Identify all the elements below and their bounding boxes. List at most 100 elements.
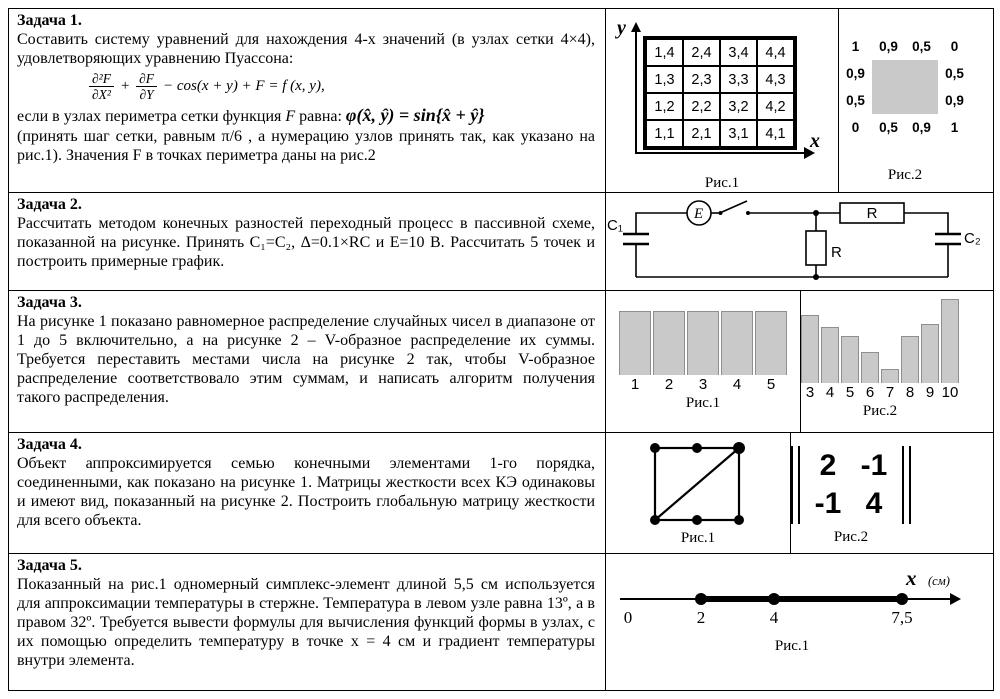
mesh-node — [650, 443, 660, 453]
paragraph2-lead: если в узлах периметра сетки функция — [17, 108, 286, 126]
c2-label: C₂ — [964, 230, 981, 247]
task4-row: Задача 4. Объект аппроксимируется семью … — [9, 433, 993, 554]
matrix-double-bar-left — [791, 446, 800, 524]
boundary-value — [905, 87, 938, 114]
y-axis — [635, 28, 637, 153]
boundary-value: 1 — [851, 39, 860, 54]
figure-caption: Рис.2 — [887, 167, 923, 183]
x-axis — [635, 152, 805, 154]
task5-paragraph1: Показанный на рис.1 одномерный симплекс-… — [17, 576, 595, 670]
grid-node-label: 4,1 — [757, 120, 794, 147]
histogram-x-label: 3 — [805, 384, 815, 401]
task3-paragraph1: На рисунке 1 показано равномерное распре… — [17, 313, 595, 407]
r-vertical-label: R — [831, 244, 842, 261]
histogram-x-label: 7 — [885, 384, 895, 401]
junction-dot — [813, 274, 819, 280]
histogram-x-label: 10 — [941, 384, 959, 401]
figure-caption: Рис.1 — [680, 530, 716, 546]
task5-row: Задача 5. Показанный на рис.1 одномерный… — [9, 554, 993, 690]
mesh-node — [733, 442, 745, 454]
task1-text-cell: Задача 1. Составить систему уравнений дл… — [9, 9, 606, 192]
y-axis-arrow — [631, 22, 641, 32]
matrix-values: 2 -1 -1 4 — [805, 447, 897, 523]
task5-text-cell: Задача 5. Показанный на рис.1 одномерный… — [9, 554, 606, 690]
grid-node-label: 3,2 — [720, 93, 757, 120]
grid-node-label: 3,4 — [720, 39, 757, 66]
node-dot-left — [695, 593, 707, 605]
histogram-bar — [941, 299, 959, 383]
circuit-labels: C₁ E R R C₂ — [607, 205, 981, 261]
paragraph2-mid: равна: — [295, 108, 346, 126]
histogram-bar — [721, 311, 753, 375]
mesh-nodes — [650, 442, 745, 525]
phi-boundary-formula: φ(x̂, ŷ) = sin{x̂ + ŷ} — [345, 105, 485, 126]
histogram-bar — [755, 311, 787, 375]
grid-node-label: 1,1 — [646, 120, 683, 147]
axis-tick-label: 7,5 — [891, 608, 913, 627]
figure-caption: Рис.1 — [685, 395, 721, 411]
plus-operator: + — [119, 77, 131, 94]
grid-node-label: 4,4 — [757, 39, 794, 66]
node-dot-right — [896, 593, 908, 605]
grid-node-label: 4,3 — [757, 66, 794, 93]
junction-dot — [813, 210, 819, 216]
axis-arrow — [950, 593, 961, 605]
matrix-value: -1 — [860, 449, 888, 482]
task5-title: Задача 5. — [17, 557, 82, 574]
fraction-denominator: ∂X² — [92, 87, 111, 103]
axis-tick-label: 0 — [623, 608, 633, 627]
fraction-d2F-dX2: ∂²F ∂X² — [89, 71, 114, 102]
stiffness-matrix-figure: 2 -1 -1 4 — [791, 445, 911, 525]
matrix-double-bar-right — [902, 446, 911, 524]
task1-paragraph3: (принять шаг сетки, равным π/6 , а нумер… — [17, 127, 595, 164]
histogram-x-label: 3 — [698, 376, 708, 393]
tasks-worksheet: Задача 1. Составить систему уравнений дл… — [8, 8, 994, 691]
task4-text-cell: Задача 4. Объект аппроксимируется семью … — [9, 433, 606, 553]
emf-source-circle — [686, 200, 712, 226]
switch-blade — [721, 200, 748, 213]
figure-caption: Рис.1 — [704, 175, 740, 191]
formula-tail: − cos(x + y) + F = f (x, y), — [163, 77, 325, 94]
axis-tick-label: 2 — [696, 608, 706, 627]
boundary-value — [872, 87, 905, 114]
rc-circuit-figure: C₁ E R R C₂ — [607, 200, 981, 280]
x-axis-label: x — [906, 566, 917, 590]
matrix-value: 4 — [865, 487, 883, 520]
diagonal-element — [654, 447, 740, 521]
r-horizontal-label: R — [867, 205, 878, 222]
task2-fig-cell: C₁ E R R C₂ — [606, 193, 982, 290]
histogram-x-label: 9 — [925, 384, 935, 401]
histogram-bar — [861, 352, 879, 383]
histogram-bar — [653, 311, 685, 375]
grid-node-label: 2,3 — [683, 66, 720, 93]
c1-label: C₁ — [607, 217, 623, 234]
figure-caption: Рис.2 — [862, 403, 898, 419]
task3-text-cell: Задача 3. На рисунке 1 показано равномер… — [9, 291, 606, 432]
emf-label: E — [693, 206, 703, 222]
task3-title: Задача 3. — [17, 294, 82, 311]
matrix-value: -1 — [814, 487, 842, 520]
fraction-dF-dY: ∂F ∂Y — [136, 71, 158, 102]
x-axis-unit-label: (см) — [928, 574, 950, 588]
histogram-bar — [881, 369, 899, 383]
histogram-x-label: 6 — [865, 384, 875, 401]
task1-paragraph1: Составить систему уравнений для нахожден… — [17, 31, 595, 68]
histogram-bar — [821, 327, 839, 383]
boundary-value: 0,5 — [846, 93, 865, 108]
histogram-bars — [619, 311, 787, 375]
boundary-value — [872, 60, 905, 87]
task2-title: Задача 2. — [17, 196, 82, 213]
task2-row: Задача 2. Рассчитать методом конечных ра… — [9, 193, 993, 291]
resistor-horizontal — [839, 202, 905, 224]
task1-title: Задача 1. — [17, 12, 82, 29]
matrix-value: 2 — [819, 449, 837, 482]
